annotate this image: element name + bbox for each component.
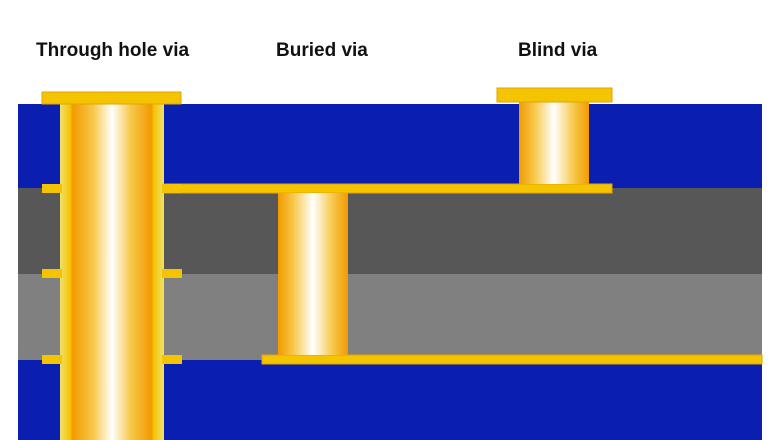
- through-via-inner-pad-left-2: [42, 269, 62, 278]
- through-hole-via: [41, 91, 182, 440]
- buried-via-barrel: [278, 193, 348, 355]
- buried-via: [278, 193, 348, 355]
- through-via-inner-pad-left-1: [42, 184, 62, 193]
- through-via-inner-pad-right-1: [162, 184, 182, 193]
- through-via-top-pad: [41, 91, 182, 105]
- buried-via-label: Buried via: [276, 40, 368, 61]
- inner-trace-upper: [164, 183, 613, 194]
- blind-via: [496, 87, 613, 184]
- blind-via-barrel: [519, 102, 589, 184]
- through-hole-via-label: Through hole via: [36, 40, 190, 61]
- blind-via-top-pad: [496, 87, 613, 103]
- through-via-inner-pad-right-2: [162, 269, 182, 278]
- through-via-inner-pad-left-3: [42, 355, 62, 364]
- inner-trace-lower: [261, 354, 763, 365]
- through-via-inner-pad-right-3: [162, 355, 182, 364]
- blind-via-label: Blind via: [518, 40, 598, 61]
- through-via-barrel: [60, 100, 164, 440]
